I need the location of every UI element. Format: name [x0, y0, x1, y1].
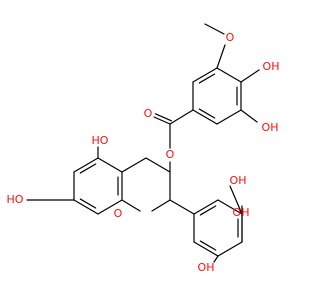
- bond-line: [229, 185, 243, 215]
- bond-line-inner: [79, 163, 97, 174]
- bond-line: [192, 109, 218, 125]
- bond-line: [97, 157, 123, 173]
- hydroxyl-label-c5: HO: [92, 134, 109, 147]
- bond-line: [153, 116, 171, 125]
- bond-line-inner: [198, 108, 216, 119]
- hydroxyl-label-b-ring-lower: OH: [198, 261, 215, 274]
- bond-line: [217, 241, 243, 257]
- molecule-structure-diagram: HO HO O O O O OH OH OH OH OH: [7, 23, 280, 274]
- bond-line: [240, 69, 260, 83]
- bond-line: [121, 157, 147, 173]
- bond-line: [193, 199, 219, 215]
- bond-line-inner: [79, 198, 97, 209]
- bond-line: [216, 67, 242, 83]
- bond-line: [217, 199, 243, 215]
- molecule-canvas: HO HO O O O O OH OH OH OH OH: [6, 23, 280, 274]
- bond-line-inner: [199, 240, 217, 251]
- bond-line: [73, 157, 99, 173]
- bond-line: [121, 199, 141, 212]
- bond-line-double: [154, 113, 173, 122]
- hydroxyl-label-b-ring-upper: OH: [230, 174, 247, 187]
- bond-line: [145, 157, 171, 173]
- ester-oxygen-label: O: [166, 148, 175, 161]
- bond-line: [193, 241, 219, 257]
- bond-line: [151, 199, 171, 212]
- hydroxyl-label-galloyl-meta: OH: [262, 121, 279, 134]
- bond-line: [97, 199, 123, 215]
- bond-line: [73, 199, 99, 215]
- bond-line: [169, 109, 194, 125]
- bond-line-inner: [199, 205, 217, 216]
- hydroxyl-label-galloyl-para: OH: [263, 60, 280, 73]
- bond-line: [192, 67, 218, 83]
- bond-line: [213, 255, 219, 263]
- bond-layer: [26, 23, 260, 263]
- methoxy-oxygen-label: O: [226, 31, 235, 44]
- bond-line: [216, 109, 242, 125]
- bond-line: [216, 44, 226, 69]
- atom-label-layer: HO HO O O O O OH OH OH OH OH: [7, 31, 280, 274]
- hydroxyl-label-c7: HO: [7, 193, 24, 206]
- carbonyl-oxygen-label: O: [144, 107, 153, 120]
- hydroxyl-label-b-ring-para: OH: [233, 206, 250, 219]
- bond-line: [240, 109, 258, 123]
- bond-line: [169, 199, 195, 215]
- bond-line: [204, 23, 225, 35]
- ring-oxygen-label: O: [114, 207, 123, 220]
- bond-line-inner: [198, 73, 216, 84]
